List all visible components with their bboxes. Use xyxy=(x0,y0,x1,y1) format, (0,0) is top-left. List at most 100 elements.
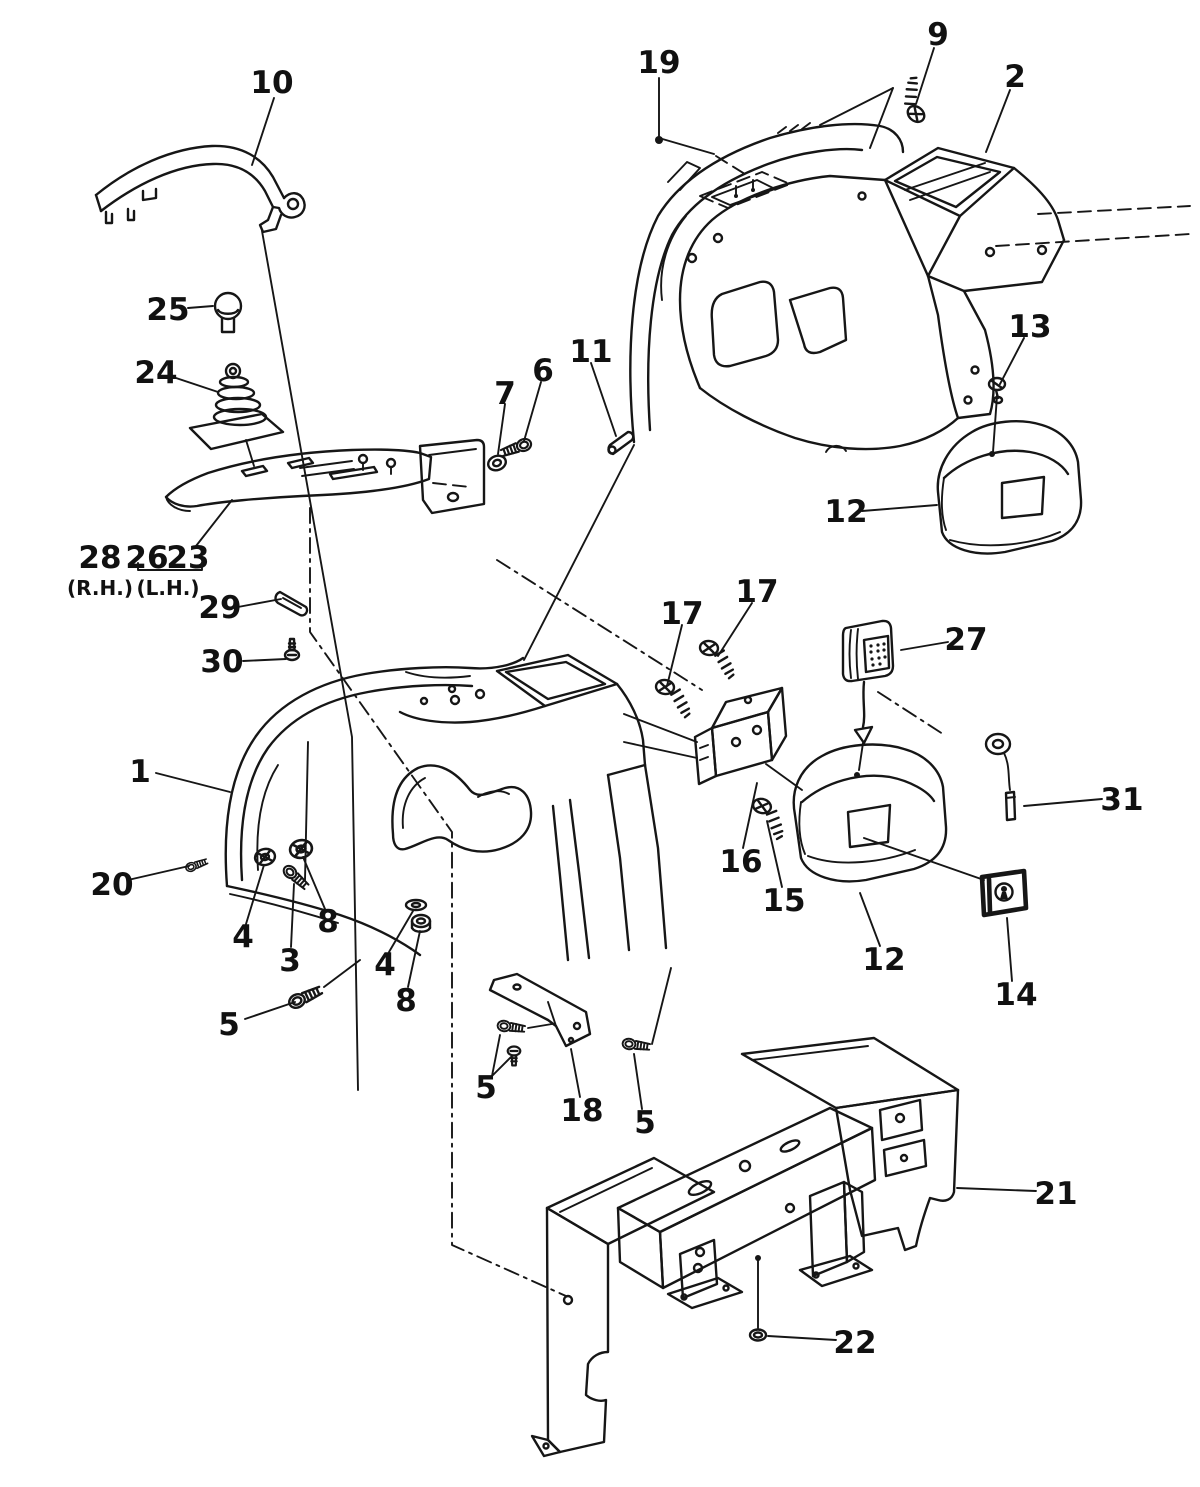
leader-line-16 xyxy=(900,641,949,651)
leader-line-24 xyxy=(244,1001,296,1020)
leader-line-1 xyxy=(658,77,715,155)
leader-line-23 xyxy=(407,930,421,988)
leader-line-29 xyxy=(1006,917,1013,982)
construction-line-4 xyxy=(523,444,635,661)
part-2-rear-console-drawing xyxy=(629,122,1066,453)
bracket-under-26-23 xyxy=(137,562,203,571)
part-27-hour-meter-drawing xyxy=(841,619,895,778)
part-5-bolt-a-drawing xyxy=(285,982,325,1012)
leader-line-6 xyxy=(590,362,617,437)
part-4-washer-b-drawing xyxy=(404,898,428,912)
callout-label-30-17: 30 xyxy=(200,644,243,680)
part-30-screw-drawing xyxy=(283,637,301,662)
construction-line-11 xyxy=(323,959,361,988)
part-5-bolt-d-drawing xyxy=(620,1036,652,1054)
leader-line-22 xyxy=(388,910,414,953)
part-11-pin-drawing xyxy=(607,430,635,456)
part-17-screw-a-drawing xyxy=(651,677,694,719)
callout-label-8-27: 8 xyxy=(395,983,417,1019)
callout-label-29-16: 29 xyxy=(198,590,241,626)
construction-line-2 xyxy=(496,559,703,691)
part-24-shift-boot-drawing xyxy=(188,362,285,467)
callout-label-28-11: 28 xyxy=(78,540,121,576)
leader-line-13 xyxy=(242,658,287,662)
callout-label-12-31: 12 xyxy=(862,942,905,978)
leader-line-0 xyxy=(251,97,275,166)
leader-line-8 xyxy=(523,381,542,442)
callout-label-9-2: 9 xyxy=(927,17,949,53)
leader-line-33 xyxy=(633,1053,643,1110)
part-13-screw-drawing xyxy=(987,376,1007,457)
callout-label-21-37: 21 xyxy=(1034,1176,1077,1212)
callout-label-27-20: 27 xyxy=(944,622,987,658)
construction-line-9 xyxy=(863,837,985,881)
callout-label-LH-15: (L.H.) xyxy=(137,576,200,600)
part-17-screw-b-drawing xyxy=(695,638,738,680)
construction-line-16 xyxy=(715,155,749,177)
leader-line-15 xyxy=(717,602,753,657)
part-14-key-plate-drawing xyxy=(979,868,1029,918)
part-21-support-bracket-drawing xyxy=(530,1036,960,1458)
callout-label-4-23: 4 xyxy=(232,919,254,955)
leader-line-11 xyxy=(195,499,233,547)
callout-label-RH-14: (R.H.) xyxy=(67,576,133,600)
callout-label-12-10: 12 xyxy=(824,494,867,530)
leader-line-35 xyxy=(767,1335,837,1341)
part-5-bolt-b-drawing xyxy=(495,1018,527,1036)
leader-line-5 xyxy=(175,377,219,393)
construction-line-18 xyxy=(869,87,894,149)
callout-label-8-25: 8 xyxy=(317,904,339,940)
leader-line-2 xyxy=(915,47,935,105)
leader-line-32 xyxy=(491,1034,501,1077)
callout-label-19-1: 19 xyxy=(637,45,680,81)
callout-label-5-35: 5 xyxy=(475,1070,497,1106)
construction-line-3 xyxy=(877,691,947,737)
leader-line-4 xyxy=(187,305,214,309)
leader-line-31 xyxy=(491,1056,512,1077)
part-31-pull-ring-drawing xyxy=(984,732,1017,822)
callout-label-10-0: 10 xyxy=(250,65,293,101)
part-23-shift-plate-drawing xyxy=(164,438,486,515)
part-12-upper-pod-drawing xyxy=(936,420,1083,555)
callout-label-4-26: 4 xyxy=(374,947,396,983)
construction-line-5 xyxy=(1037,205,1191,215)
construction-line-6 xyxy=(995,233,1191,247)
construction-line-0 xyxy=(261,230,359,1091)
callout-label-3-24: 3 xyxy=(279,943,301,979)
callout-label-5-28: 5 xyxy=(218,1007,240,1043)
leader-line-9 xyxy=(999,337,1025,385)
callout-label-2-3: 2 xyxy=(1004,59,1026,95)
part-12-lower-pod-drawing xyxy=(792,743,948,883)
leader-line-27 xyxy=(859,892,881,947)
construction-line-7 xyxy=(623,713,698,743)
leader-line-14 xyxy=(666,624,683,687)
callout-label-31-32: 31 xyxy=(1100,782,1143,818)
part-10-column-cover-drawing xyxy=(94,144,306,234)
part-7-washer-drawing xyxy=(487,454,507,472)
construction-line-12 xyxy=(651,967,672,1045)
construction-line-15 xyxy=(992,395,998,453)
callout-label-24-5: 24 xyxy=(134,355,177,391)
callout-label-16-29: 16 xyxy=(719,844,762,880)
callout-label-6-8: 6 xyxy=(532,353,554,389)
part-9-screw-drawing xyxy=(889,73,943,127)
part-8-washer-a-drawing xyxy=(287,836,315,862)
part-6-bolt-drawing xyxy=(498,435,534,460)
callout-label-11-6: 11 xyxy=(569,334,612,370)
leader-line-21 xyxy=(302,856,326,910)
construction-line-1 xyxy=(309,507,567,1297)
callout-label-18-34: 18 xyxy=(560,1093,603,1129)
part-5-screw-c-drawing xyxy=(506,1045,522,1067)
leader-line-7 xyxy=(497,403,506,455)
callout-label-15-30: 15 xyxy=(762,883,805,919)
part-29-pin-drawing xyxy=(274,590,309,617)
leader-line-19 xyxy=(245,864,265,925)
part-16-bracket-drawing xyxy=(693,686,788,786)
leader-line-20 xyxy=(290,883,295,948)
part-25-shift-knob-drawing xyxy=(213,291,243,334)
construction-line-10 xyxy=(765,763,803,791)
callout-label-5-36: 5 xyxy=(634,1105,656,1141)
callout-label-20-22: 20 xyxy=(90,867,133,903)
